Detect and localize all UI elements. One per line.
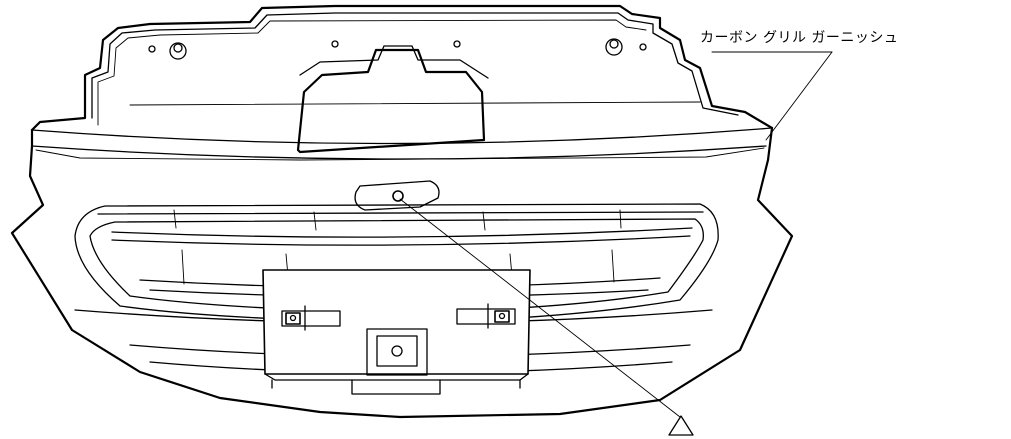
license-plate-mount	[262, 269, 531, 395]
triangle-marker-icon	[668, 415, 694, 436]
part-label-carbon-grille-garnish: カーボン グリル ガーニッシュ	[700, 30, 899, 46]
upper-mounting-panel	[30, 4, 774, 132]
grille-outer-shell	[10, 126, 794, 419]
emblem-mount	[354, 180, 440, 211]
callout-leaders	[399, 51, 833, 418]
center-mounting-tab	[296, 45, 489, 154]
